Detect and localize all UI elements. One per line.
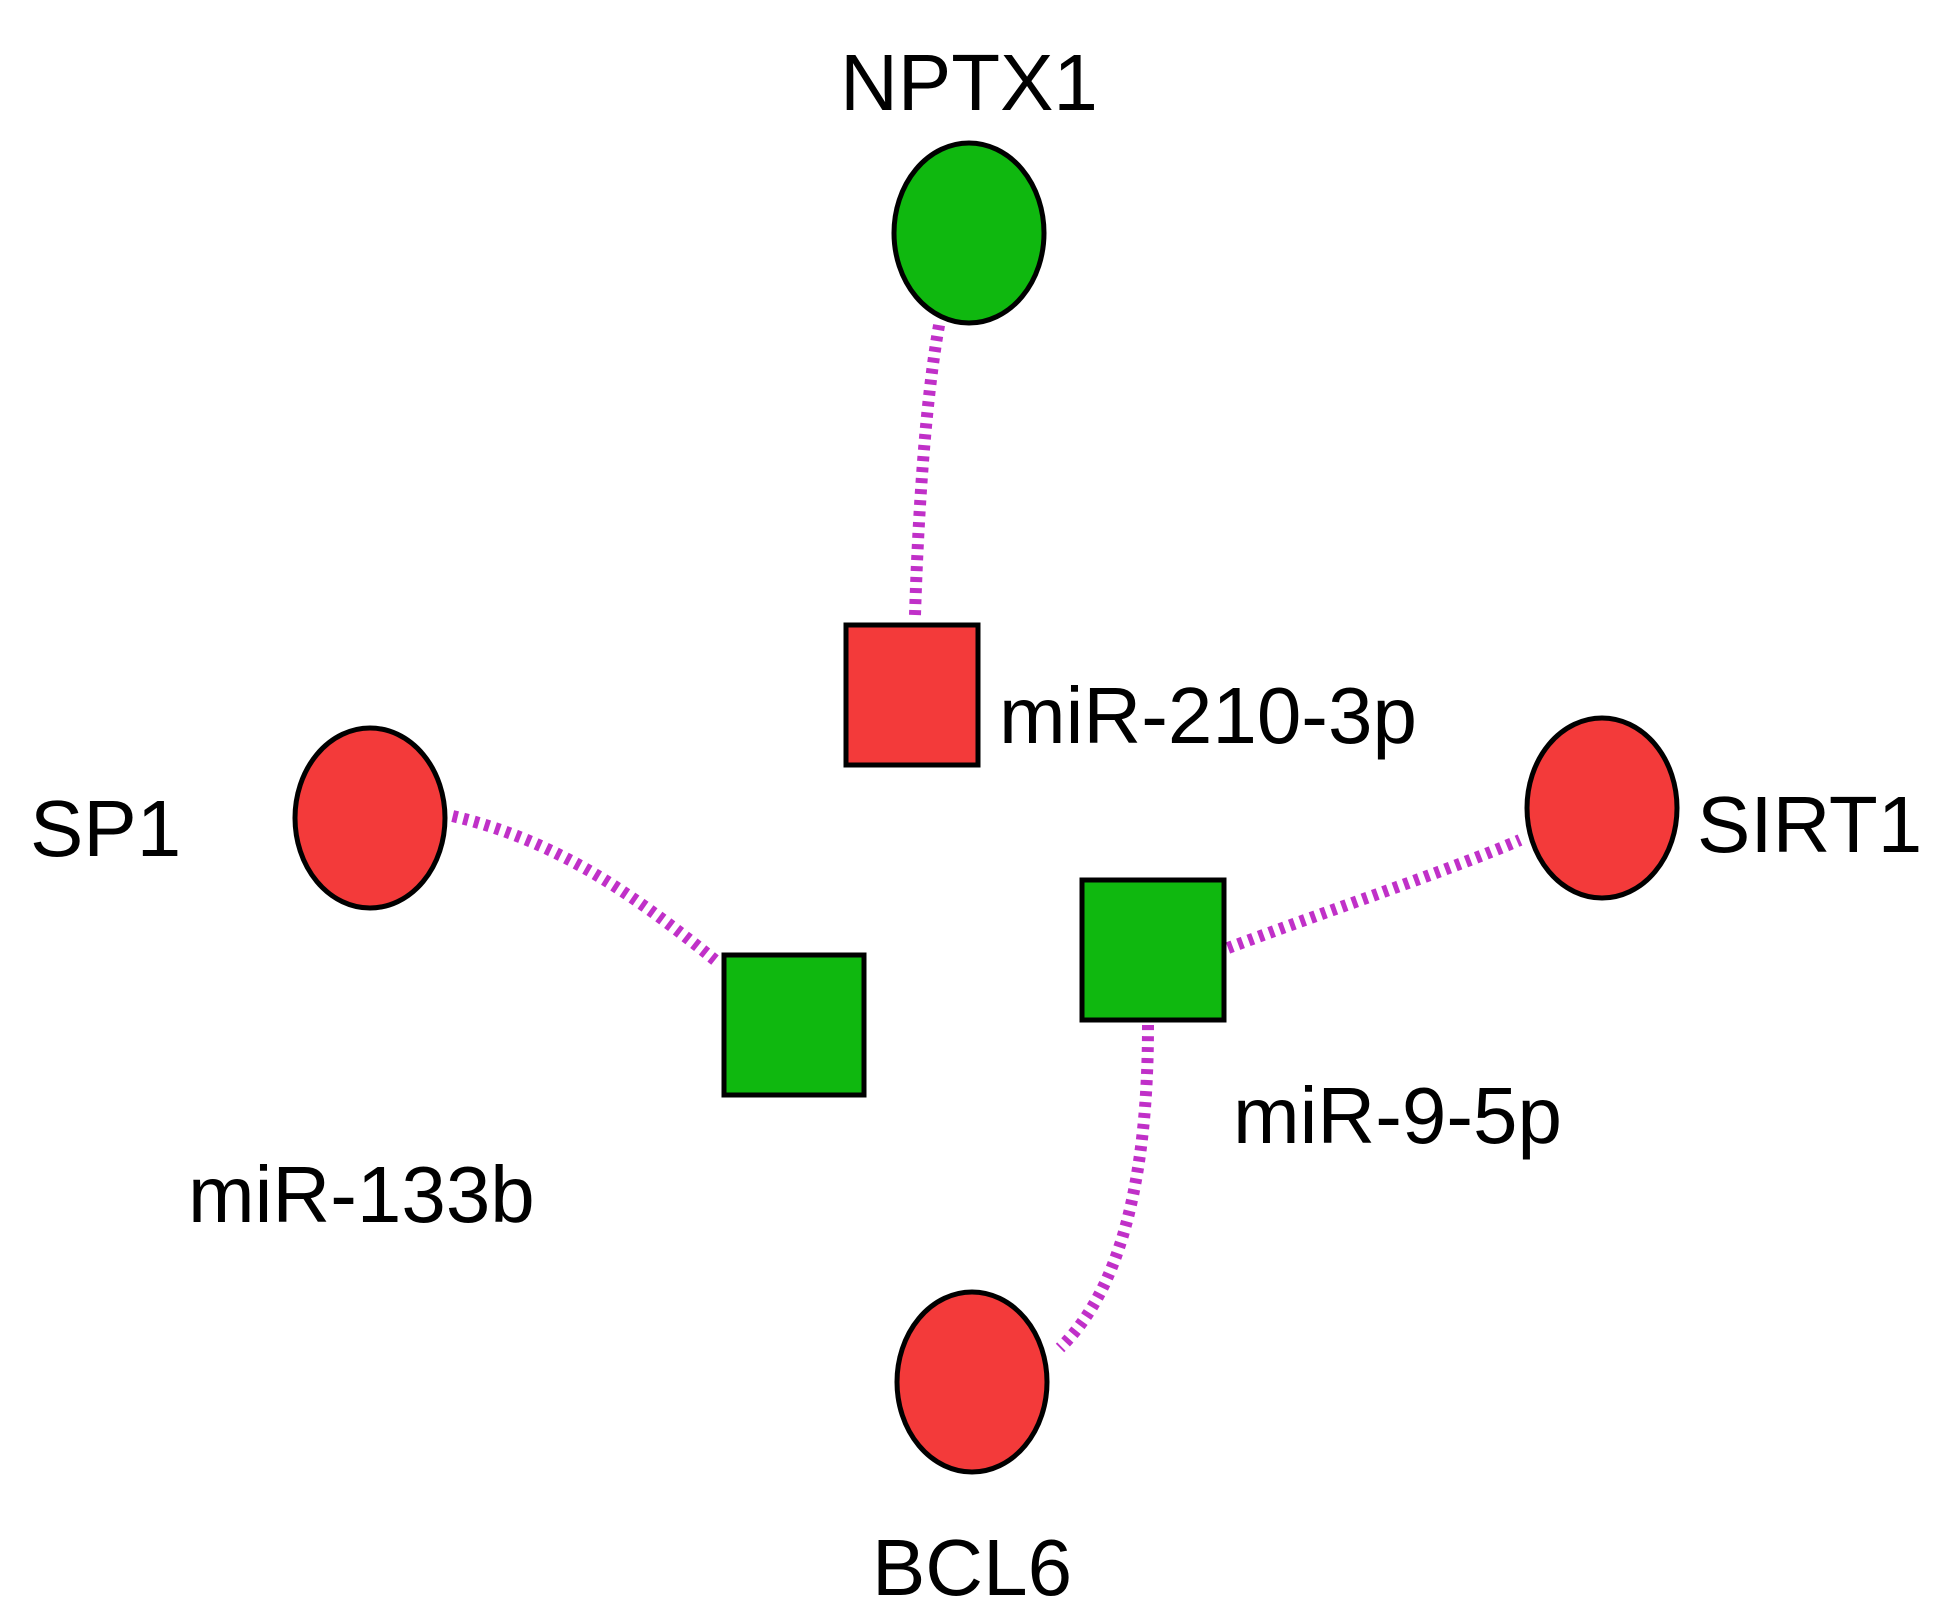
gene-node-shape [1524,715,1680,901]
node-label: miR-133b [188,1150,535,1239]
edge-mir-210-3p-nptx1 [909,318,946,616]
node-mir-9-5p[interactable]: miR-9-5p [1079,877,1562,1160]
node-label: SP1 [30,784,181,873]
gene-node-shape [894,1289,1050,1475]
node-label: SIRT1 [1697,780,1922,869]
node-sirt1[interactable]: SIRT1 [1524,715,1922,901]
node-bcl6[interactable]: BCL6 [872,1289,1072,1612]
node-label: BCL6 [872,1523,1072,1612]
edge-mir-133b-sp1 [446,809,719,965]
mirna-node-shape [1079,877,1227,1023]
edge-mir-9-5p-bcl6 [1055,1024,1154,1353]
node-mir-133b[interactable]: miR-133b [188,952,867,1239]
mirna-node-shape [843,622,981,768]
edge-mir-9-5p-sirt1 [1225,834,1523,954]
node-sp1[interactable]: SP1 [30,725,448,911]
node-mir-210-3p[interactable]: miR-210-3p [843,622,1417,768]
node-label: NPTX1 [840,38,1098,127]
mirna-node-shape [721,952,867,1098]
gene-node-shape [891,140,1047,326]
node-label: miR-210-3p [999,671,1417,760]
node-label: miR-9-5p [1233,1071,1562,1160]
node-nptx1[interactable]: NPTX1 [840,38,1098,326]
nodes-layer: NPTX1 miR-210-3p SP1 miR-133b miR-9-5p S… [30,38,1922,1612]
edges-layer [446,318,1523,1353]
gene-node-shape [292,725,448,911]
